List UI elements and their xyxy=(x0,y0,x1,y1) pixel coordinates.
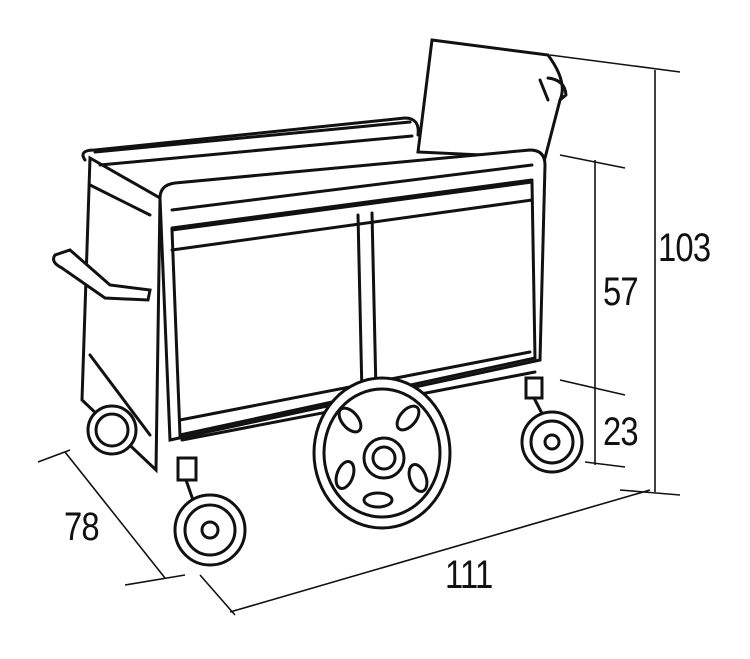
wheel-back-left xyxy=(86,404,138,456)
wheel-front-left xyxy=(173,493,247,567)
ground-clearance-label: 23 xyxy=(603,410,639,454)
back-handle-panel xyxy=(416,38,568,160)
total-height-label: 103 xyxy=(658,226,711,270)
dimension-lines xyxy=(37,54,681,616)
basket-height-label: 57 xyxy=(603,270,639,314)
width-label: 78 xyxy=(64,505,100,549)
side-frame xyxy=(52,116,420,474)
length-label: 111 xyxy=(445,553,493,597)
wheel-big xyxy=(312,376,452,530)
front-panel xyxy=(170,180,537,442)
wheel-front-right xyxy=(520,410,584,474)
